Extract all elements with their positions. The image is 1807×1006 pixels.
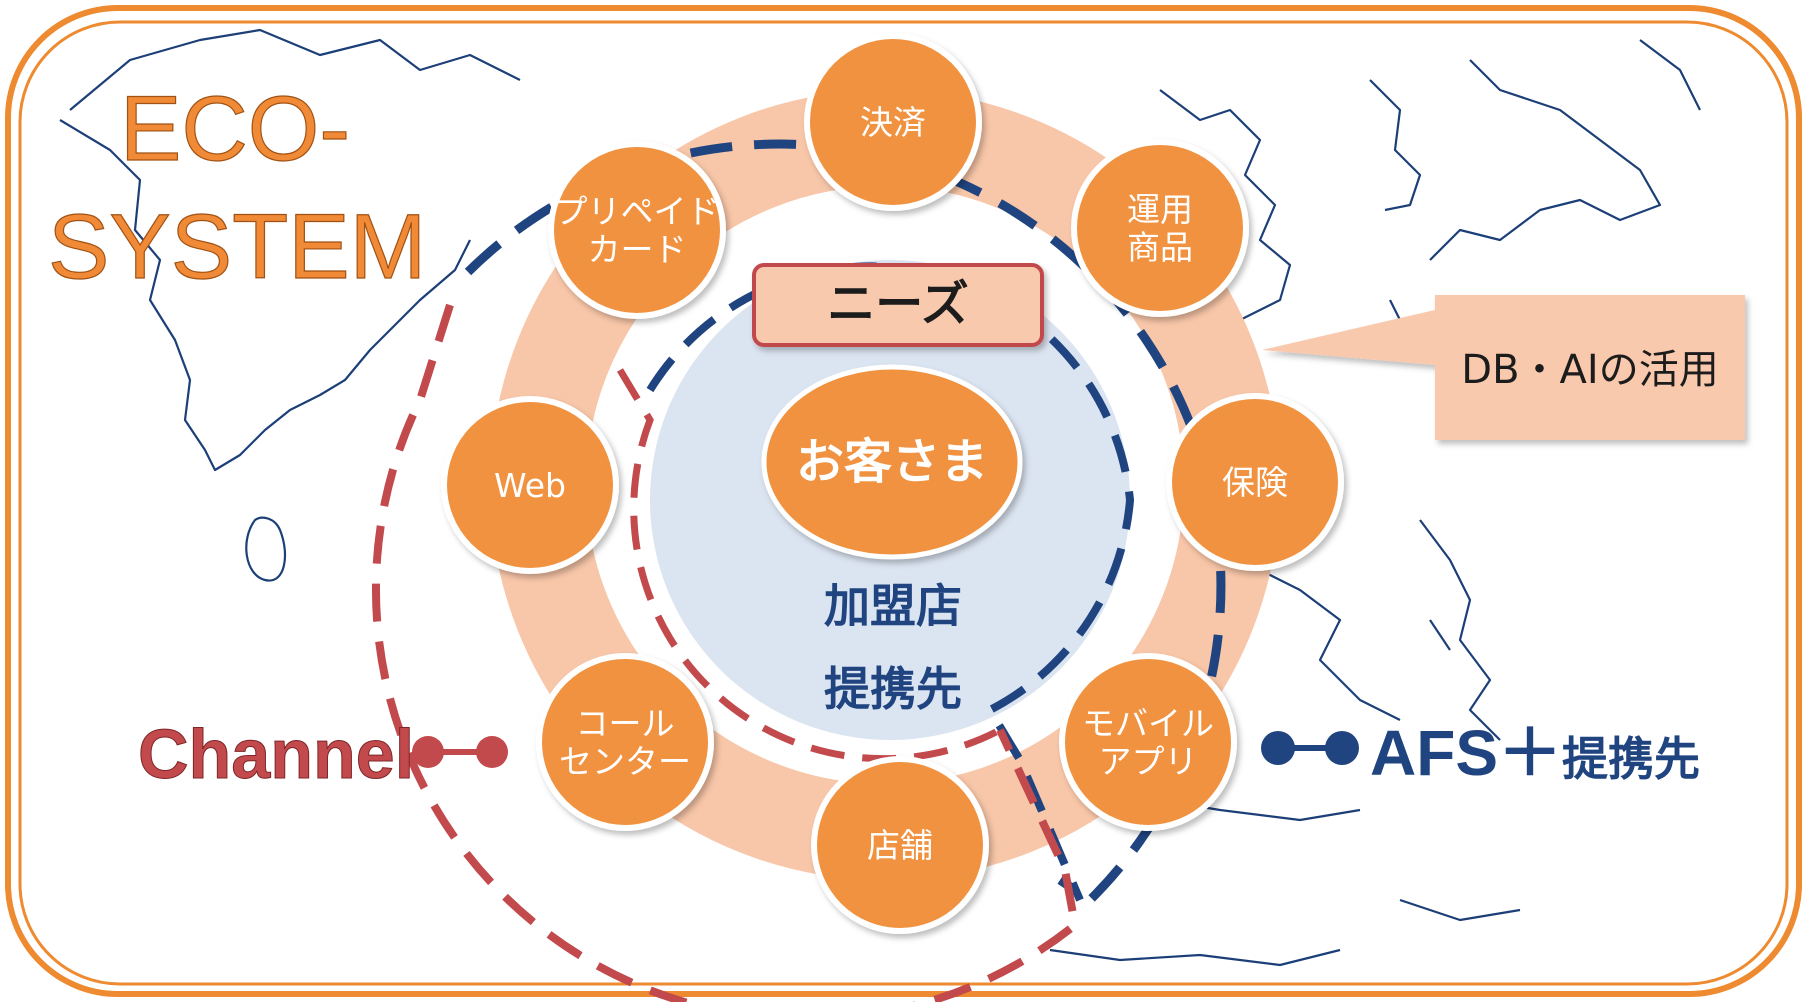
customer-node	[761, 364, 1023, 560]
map-himalaya-outline	[69, 28, 521, 111]
ring-node-circle	[1059, 653, 1237, 831]
map-china-coast-outline	[1159, 89, 1292, 346]
ring-node-web: Web	[441, 396, 619, 574]
ring-node-label: Web	[494, 466, 566, 505]
afs-main: AFS＋	[1370, 717, 1562, 789]
ring-node-label: アプリ	[1099, 742, 1198, 781]
callout-label: DB・AIの活用	[1461, 347, 1718, 393]
outer-frame	[5, 5, 1802, 997]
partner-label: 提携先	[824, 662, 962, 716]
ring-node-label: 店舗	[867, 826, 933, 865]
ring-node-circle	[811, 756, 989, 934]
afs-connector	[1261, 731, 1359, 765]
ring-node-circle	[1071, 139, 1249, 317]
needs-label: ニーズ	[827, 276, 969, 332]
ring-node-store: 店舗	[811, 756, 989, 934]
map-india-outline	[59, 119, 471, 472]
db-ai-callout: DB・AIの活用	[1262, 295, 1745, 440]
ring-node-label: プリペイド	[555, 192, 720, 231]
map-korea-outline	[1369, 79, 1422, 212]
ring-node-label: 決済	[860, 103, 926, 142]
ring-node-payment: 決済	[804, 33, 982, 211]
ring-node-label: センター	[559, 742, 691, 781]
title-line-1: ECO-	[120, 78, 350, 180]
merchant-label: 加盟店	[824, 579, 962, 633]
title-line-2: SYSTEM	[48, 196, 426, 298]
afs-label: AFS＋提携先	[1370, 717, 1700, 789]
ring-node-label: 運用	[1127, 190, 1193, 229]
ring-node-circle	[441, 396, 619, 574]
ring-node-label: コール	[576, 704, 675, 743]
ring-node-label: カード	[588, 230, 687, 269]
channel-label: Channel	[138, 715, 414, 793]
background-map	[59, 28, 1701, 967]
needs-label-box: ニーズ	[752, 263, 1044, 347]
ring-node-circle	[1166, 393, 1344, 571]
ring-node-circle	[536, 653, 714, 831]
ring-node-circle	[548, 141, 726, 319]
red-dashed-boundary	[372, 303, 1080, 1006]
ring-node-insurance: 保険	[1166, 393, 1344, 571]
map-indonesia-outline	[1049, 559, 1521, 967]
ring-node-label: モバイル	[1082, 704, 1214, 743]
map-srilanka-outline	[245, 516, 287, 582]
channel-connector	[412, 736, 508, 768]
afs-sub: 提携先	[1562, 732, 1700, 786]
customer-label: お客さま	[796, 434, 988, 490]
map-philippines-outline	[1419, 519, 1501, 741]
ring-node-label: 保険	[1222, 463, 1288, 502]
inner-frame	[18, 20, 1789, 986]
ring-node-circle	[804, 33, 982, 211]
ring-node-label: 商品	[1127, 228, 1193, 267]
map-japan-outline	[1429, 39, 1701, 261]
